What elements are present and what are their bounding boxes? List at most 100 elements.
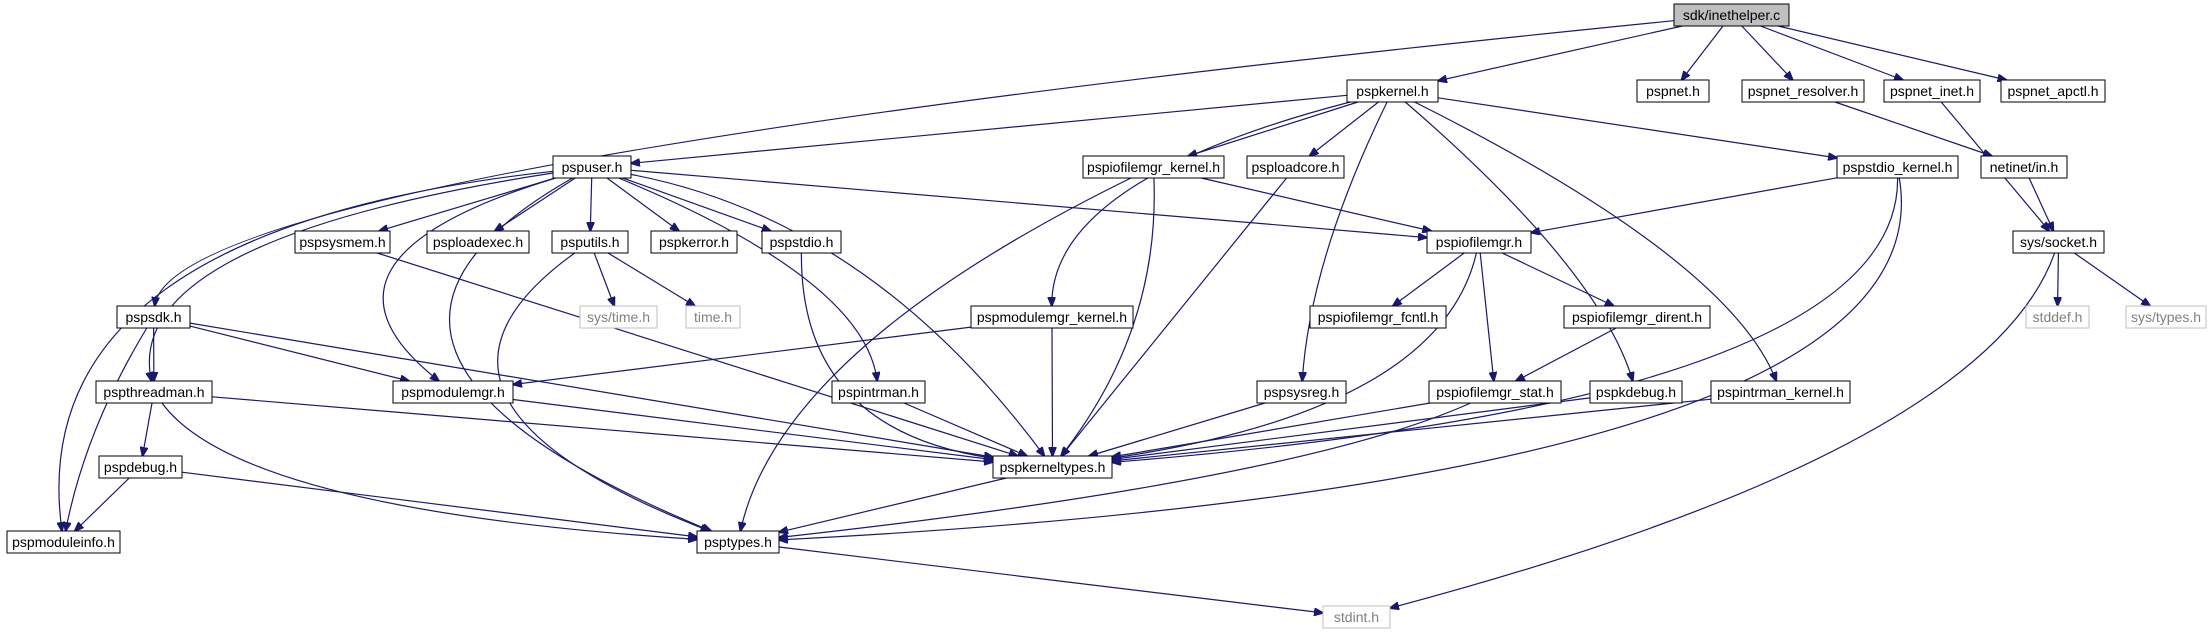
node-stdint-h: stdint.h xyxy=(1322,605,1391,629)
node-label: pspintrman_kernel.h xyxy=(1717,384,1844,400)
node-pspmodulemgr-h[interactable]: pspmodulemgr.h xyxy=(392,380,514,404)
edge-pspsdk-h-to-pspmoduleinfo-h xyxy=(66,327,148,531)
node-box xyxy=(1426,230,1532,254)
node-label: pspnet_apctl.h xyxy=(2007,83,2098,99)
node-psploadexec-h[interactable]: psploadexec.h xyxy=(426,230,530,254)
node-pspiofilemgr-stat-h[interactable]: pspiofilemgr_stat.h xyxy=(1428,380,1562,404)
node-sys-socket-h[interactable]: sys/socket.h xyxy=(2012,230,2105,254)
edge-pspuser-h-to-pspmoduleinfo-h xyxy=(59,170,554,531)
edge-netinet-in-h-to-sys-socket-h xyxy=(2028,177,2053,231)
node-label: pspkerror.h xyxy=(659,234,729,250)
node-pspsysreg-h[interactable]: pspsysreg.h xyxy=(1256,380,1347,404)
node-netinet-in-h[interactable]: netinet/in.h xyxy=(1980,155,2068,179)
node-pspiofilemgr-dirent-h[interactable]: pspiofilemgr_dirent.h xyxy=(1563,305,1711,329)
edge-pspiofilemgr-h-to-pspiofilemgr-dirent-h xyxy=(1501,252,1614,306)
node-box xyxy=(970,305,1134,329)
edge-pspuser-h-to-pspiofilemgr-h xyxy=(630,169,1427,237)
node-label: pspmodulemgr_kernel.h xyxy=(977,309,1127,325)
node-pspkdebug-h[interactable]: pspkdebug.h xyxy=(1589,380,1683,404)
node-pspthreadman-h[interactable]: pspthreadman.h xyxy=(95,380,213,404)
edge-pspmodulemgr-h-to-pspkerneltypes-h xyxy=(512,398,993,460)
node-pspmoduleinfo-h[interactable]: pspmoduleinfo.h xyxy=(6,530,121,554)
node-box xyxy=(1673,3,1790,27)
node-label: pspdebug.h xyxy=(104,459,177,475)
node-box xyxy=(116,305,191,329)
node-box xyxy=(392,380,514,404)
node-pspmodulemgr-kernel-h[interactable]: pspmodulemgr_kernel.h xyxy=(970,305,1134,329)
node-pspkerror-h[interactable]: pspkerror.h xyxy=(650,230,738,254)
node-pspuser-h[interactable]: pspuser.h xyxy=(552,155,632,179)
edge-pspsysmem-h-to-pspkerneltypes-h xyxy=(377,252,1018,456)
node-label: pspnet_inet.h xyxy=(1890,83,1974,99)
node-pspkerneltypes-h[interactable]: pspkerneltypes.h xyxy=(992,455,1113,479)
edge-sys-socket-h-to-stdint-h xyxy=(1390,252,2056,608)
node-pspnet-inet-h[interactable]: pspnet_inet.h xyxy=(1883,79,1981,103)
node-pspintrman-h[interactable]: pspintrman.h xyxy=(831,380,926,404)
edge-pspsdk-h-to-pspkerneltypes-h xyxy=(189,322,993,457)
node-pspsysmem-h[interactable]: pspsysmem.h xyxy=(294,230,391,254)
node-pspiofilemgr-h[interactable]: pspiofilemgr.h xyxy=(1426,230,1532,254)
edge-pspkernel-h-to-pspintrman-kernel-h xyxy=(1414,101,1777,381)
node-pspintrman-kernel-h[interactable]: pspintrman_kernel.h xyxy=(1710,380,1851,404)
node-psputils-h[interactable]: psputils.h xyxy=(551,230,629,254)
node-label: pspintrman.h xyxy=(838,384,919,400)
edge-pspkernel-h-to-pspkdebug-h xyxy=(1404,101,1633,381)
node-label: pspthreadman.h xyxy=(103,384,204,400)
node-sys-time-h: sys/time.h xyxy=(579,305,658,329)
node-label: sys/time.h xyxy=(587,309,650,325)
edge-sdk-inethelper-c-to-pspsdk-h xyxy=(155,20,1675,306)
edge-pspintrman-h-to-pspkerneltypes-h xyxy=(903,402,1027,456)
edge-pspuser-h-to-pspstdio-h xyxy=(622,177,771,231)
node-box xyxy=(1082,155,1225,179)
node-label: pspsysreg.h xyxy=(1264,384,1339,400)
node-pspnet-h[interactable]: pspnet.h xyxy=(1636,79,1710,103)
node-pspsdk-h[interactable]: pspsdk.h xyxy=(116,305,191,329)
node-box xyxy=(761,230,842,254)
node-pspstdio-h[interactable]: pspstdio.h xyxy=(761,230,842,254)
node-stddef-h: stddef.h xyxy=(2025,305,2090,329)
edge-pspuser-h-to-pspmodulemgr-h xyxy=(382,177,556,381)
node-label: pspstdio.h xyxy=(770,234,834,250)
node-box xyxy=(552,155,632,179)
node-box xyxy=(1589,380,1683,404)
node-label: stdint.h xyxy=(1334,609,1379,625)
node-pspnet-resolver-h[interactable]: pspnet_resolver.h xyxy=(1741,79,1865,103)
node-label: pspkernel.h xyxy=(1356,83,1428,99)
edge-sdk-inethelper-c-to-pspnet-inet-h xyxy=(1760,25,1904,80)
node-box xyxy=(2025,305,2090,329)
node-pspnet-apctl-h[interactable]: pspnet_apctl.h xyxy=(2000,79,2106,103)
edge-pspmodulemgr-kernel-h-to-pspkerneltypes-h xyxy=(1052,327,1053,456)
node-pspiofilemgr-fcntl-h[interactable]: pspiofilemgr_fcntl.h xyxy=(1309,305,1447,329)
node-box xyxy=(1563,305,1711,329)
edge-pspmodulemgr-kernel-h-to-pspmodulemgr-h xyxy=(513,326,972,384)
node-box xyxy=(294,230,391,254)
edge-pspintrman-kernel-h-to-pspkerneltypes-h xyxy=(1112,398,1712,461)
node-label: psptypes.h xyxy=(704,534,772,550)
node-box xyxy=(1636,79,1710,103)
node-psploadcore-h[interactable]: psploadcore.h xyxy=(1246,155,1345,179)
node-label: pspnet.h xyxy=(1646,83,1700,99)
node-label: stddef.h xyxy=(2033,309,2083,325)
edge-pspiofilemgr-stat-h-to-psptypes-h xyxy=(779,402,1471,538)
node-box xyxy=(1322,605,1391,629)
node-box xyxy=(696,530,780,554)
edge-pspiofilemgr-kernel-h-to-pspiofilemgr-h xyxy=(1201,177,1431,231)
node-box xyxy=(1836,155,1959,179)
edge-pspstdio-kernel-h-to-pspiofilemgr-h xyxy=(1531,177,1838,233)
node-psptypes-h[interactable]: psptypes.h xyxy=(696,530,780,554)
edge-pspkernel-h-to-pspmodulemgr-kernel-h xyxy=(1052,101,1351,306)
node-box xyxy=(1346,79,1439,103)
node-pspkernel-h[interactable]: pspkernel.h xyxy=(1346,79,1439,103)
node-box xyxy=(2000,79,2106,103)
edge-pspuser-h-to-pspsysmem-h xyxy=(379,177,556,231)
node-pspstdio-kernel-h[interactable]: pspstdio_kernel.h xyxy=(1836,155,1959,179)
node-label: pspsdk.h xyxy=(125,309,181,325)
node-pspiofilemgr-kernel-h[interactable]: pspiofilemgr_kernel.h xyxy=(1082,155,1225,179)
node-label: psploadexec.h xyxy=(433,234,523,250)
node-layer: sdk/inethelper.c pspkernel.h pspnet.h pspne… xyxy=(6,3,2207,629)
node-sdk-inethelper-c[interactable]: sdk/inethelper.c xyxy=(1673,3,1790,27)
edge-psploadcore-h-to-pspkerneltypes-h xyxy=(1061,177,1288,456)
node-box xyxy=(650,230,738,254)
node-pspdebug-h[interactable]: pspdebug.h xyxy=(98,455,183,479)
